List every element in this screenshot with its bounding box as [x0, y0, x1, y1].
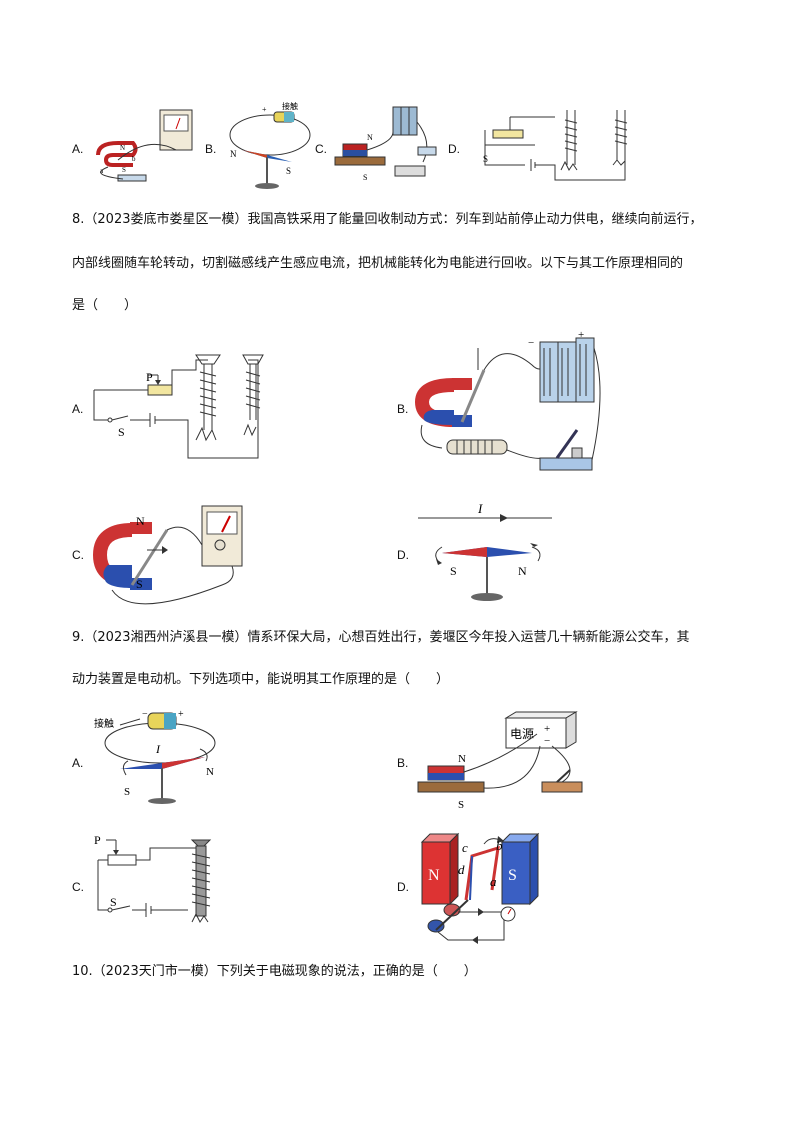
q9-d-d-label: d	[458, 862, 465, 877]
question-9-line-2: 动力装置是电动机。下列选项中，能说明其工作原理的是（ ）	[72, 672, 450, 687]
q8-option-c-label: C.	[72, 548, 84, 562]
q9-b-s-label: S	[458, 799, 464, 811]
question-10-line-1: 10.（2023天门市一模）下列关于电磁现象的说法，正确的是（ ）	[72, 964, 477, 979]
q9-d-b-label: b	[496, 838, 503, 853]
q9-a-oersted-figure: 接触 − + I S N	[94, 709, 216, 804]
option-b-label: B.	[205, 142, 217, 156]
q8-d-n-label: N	[518, 564, 527, 578]
question-8-line-2: 内部线圈随车轮转动，切割磁感线产生感应电流，把机械能转化为电能进行回收。以下与其…	[72, 256, 684, 271]
q8-option-d-label: D.	[397, 548, 409, 562]
q8-b-plus: +	[578, 330, 584, 341]
top-a-n-label: N	[120, 144, 125, 152]
q9-c-s-label: S	[110, 895, 117, 909]
top-c-s-label: S	[363, 173, 367, 182]
q9-option-c-label: C.	[72, 880, 84, 894]
q9-option-d-label: D.	[397, 880, 409, 894]
top-b-s-label: S	[286, 166, 291, 176]
q9-b-motor-figure: 电源 + − N S	[417, 711, 583, 811]
q8-d-current-label: I	[477, 501, 483, 516]
q9-d-motor-loop-figure: N S c b d a	[420, 832, 540, 944]
question-8-line-1: 8.（2023娄底市娄星区一模）我国高铁采用了能量回收制动方式：列车到站前停止动…	[72, 212, 703, 227]
q9-a-minus: −	[142, 709, 148, 720]
q9-c-electromagnet-figure: P S	[94, 833, 212, 923]
q8-b-minus: −	[528, 337, 534, 349]
q9-d-c-label: c	[462, 840, 468, 855]
q9-b-power-label: 电源	[510, 727, 534, 741]
q9-d-n-label: N	[428, 867, 440, 884]
q9-option-a-label: A.	[72, 756, 84, 770]
top-b-plus: +	[262, 105, 267, 114]
top-a-b-label: b	[132, 155, 136, 163]
q8-option-b-label: B.	[397, 402, 409, 416]
top-a-a-label: a	[100, 167, 104, 175]
question-9-line-1: 9.（2023湘西州泸溪县一模）情系环保大局，心想百姓出行，姜堰区今年投入运营几…	[72, 630, 690, 645]
option-a-label: A.	[72, 142, 84, 156]
q9-b-plus: +	[544, 723, 550, 735]
top-a-galvanometer-figure: N b a S	[96, 109, 193, 182]
top-c-motor-figure: N S	[334, 106, 437, 182]
q9-a-s-label: S	[124, 786, 130, 798]
top-c-n-label: N	[367, 133, 373, 142]
q9-a-current-label: I	[155, 742, 161, 756]
top-d-electromagnet-figure: S	[483, 110, 628, 181]
top-b-n-label: N	[230, 149, 237, 159]
q9-a-n-label: N	[206, 766, 214, 778]
question-8-line-3: 是（ ）	[72, 298, 138, 313]
q9-d-s-label: S	[508, 867, 517, 884]
q8-c-n-label: N	[136, 514, 145, 528]
option-d-label: D.	[448, 142, 460, 156]
q8-a-p-label: P	[146, 370, 153, 384]
q8-d-s-label: S	[450, 564, 457, 578]
q8-a-s-label: S	[118, 425, 125, 439]
q9-b-n-label: N	[458, 753, 466, 765]
q8-d-oersted-figure: I S N	[418, 501, 552, 601]
q8-c-galvanometer-figure: N S	[92, 505, 243, 605]
q9-d-a-label: a	[490, 874, 497, 889]
option-c-label: C.	[315, 142, 327, 156]
top-b-compass-figure: 接触 + N S	[229, 101, 311, 189]
q8-option-a-label: A.	[72, 402, 84, 416]
top-d-s-label: S	[483, 154, 488, 164]
top-b-contact-label: 接触	[282, 101, 298, 111]
top-a-s-label: S	[122, 166, 126, 174]
q8-c-s-label: S	[136, 577, 143, 591]
q9-option-b-label: B.	[397, 756, 409, 770]
q8-a-electromagnet-figure: P S	[93, 354, 264, 459]
q9-c-p-label: P	[94, 833, 101, 847]
q9-a-contact-label: 接触	[94, 717, 114, 730]
q9-b-minus: −	[544, 735, 550, 747]
q9-a-plus: +	[178, 709, 184, 720]
q8-b-motor-circuit-figure: − +	[414, 330, 601, 471]
